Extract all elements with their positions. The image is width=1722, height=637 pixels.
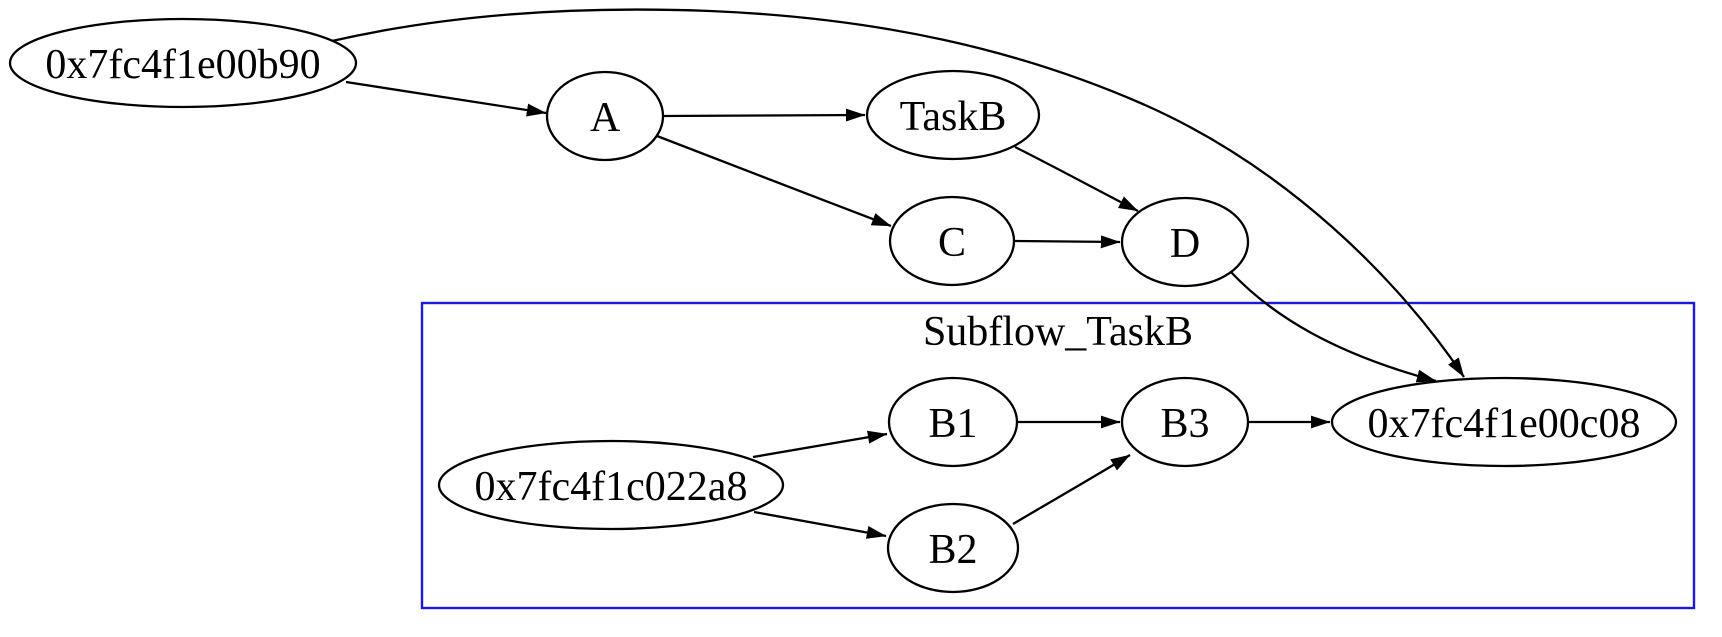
node-D-label: D	[1170, 221, 1200, 267]
edge-0x7fc4f1c022a8-to-B2	[753, 510, 887, 539]
edge-0x7fc4f1e00b90-to-0x7fc4f1e00c08	[331, 8, 1465, 378]
node-TaskB-label: TaskB	[900, 94, 1007, 140]
node-0x7fc4f1e00b90: 0x7fc4f1e00b90	[8, 17, 358, 109]
node-A: A	[545, 70, 665, 162]
edge-A-to-TaskB	[662, 108, 866, 122]
edge-B2-to-B3	[1012, 454, 1131, 525]
node-0x7fc4f1e00c08: 0x7fc4f1e00c08	[1330, 376, 1678, 468]
node-B2-shape	[886, 502, 1020, 594]
subflow-cluster-border	[420, 301, 1696, 610]
edge-D-to-0x7fc4f1e00c08	[1229, 270, 1437, 383]
node-0x7fc4f1e00b90-label: 0x7fc4f1e00b90	[45, 42, 320, 88]
node-B1-shape	[887, 376, 1019, 468]
node-TaskB-shape	[865, 69, 1041, 161]
node-0x7fc4f1e00b90-shape	[8, 17, 358, 109]
node-0x7fc4f1c022a8-shape	[437, 439, 785, 531]
edge-0x7fc4f1c022a8-to-B1	[752, 430, 888, 459]
node-B1-label: B1	[928, 401, 977, 447]
edge-0x7fc4f1e00b90-to-A	[345, 80, 547, 117]
node-B3-shape	[1120, 376, 1250, 468]
edge-TaskB-to-D	[1014, 145, 1139, 213]
node-B2-label: B2	[928, 527, 977, 573]
node-C-label: C	[938, 220, 966, 266]
node-D-shape	[1120, 196, 1250, 288]
node-B3: B3	[1120, 376, 1250, 468]
node-B3-label: B3	[1160, 401, 1209, 447]
node-C: C	[888, 195, 1016, 287]
node-0x7fc4f1e00c08-label: 0x7fc4f1e00c08	[1368, 401, 1641, 447]
node-0x7fc4f1c022a8: 0x7fc4f1c022a8	[437, 439, 785, 531]
node-0x7fc4f1e00c08-shape	[1330, 376, 1678, 468]
subflow-cluster-label: Subflow_TaskB	[923, 309, 1193, 355]
node-B2: B2	[886, 502, 1020, 594]
node-B1: B1	[887, 376, 1019, 468]
node-A-label: A	[590, 95, 621, 141]
node-TaskB: TaskB	[865, 69, 1041, 161]
edge-A-to-C	[656, 134, 892, 228]
node-C-shape	[888, 195, 1016, 287]
node-D: D	[1120, 196, 1250, 288]
node-A-shape	[545, 70, 665, 162]
node-0x7fc4f1c022a8-label: 0x7fc4f1c022a8	[475, 464, 748, 510]
edge-C-to-D	[1013, 235, 1121, 249]
